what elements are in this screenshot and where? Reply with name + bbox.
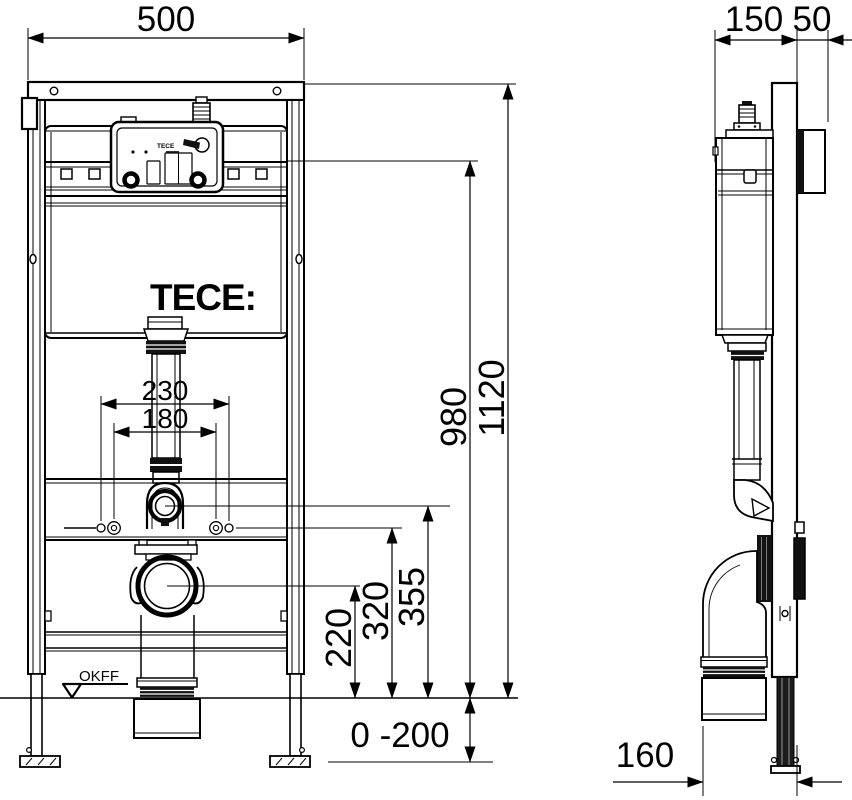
dim-spacing-230: 230 (100, 375, 230, 521)
dimensions: 500 150 50 1120 980 355 (27, 0, 852, 796)
stud-hole (781, 609, 789, 618)
floor-level-marker: OKFF (61, 668, 128, 699)
rail-bolt-left (29, 253, 37, 265)
dim-total-height-1120: 1120 (304, 83, 516, 699)
leg-left (19, 673, 61, 768)
wc-bend (702, 550, 767, 660)
dim-fixing-height-label: 320 (355, 581, 396, 641)
drain-sleeve (133, 698, 201, 739)
dim-width-500: 500 (27, 0, 305, 80)
fixing-clip (793, 537, 806, 600)
stud-leg (776, 676, 795, 767)
wall-bracket-tab (20, 96, 39, 131)
dim-depth-150-50: 150 50 (714, 0, 852, 162)
dim-fixing-height-320: 320 (355, 527, 398, 699)
dim-outlet-depth-160: 160 (613, 726, 842, 796)
dim-upper-height-label: 980 (433, 387, 474, 447)
dim-spacing-inner-label: 180 (142, 403, 189, 434)
drain-ear-left (129, 566, 142, 605)
wall-stud (770, 81, 826, 774)
dim-adjust-label: 0 -200 (350, 716, 449, 755)
frame-hole-left (49, 86, 59, 96)
rail-notches (60, 168, 268, 180)
drain-bracket (134, 544, 198, 555)
frame-hole-right (272, 86, 282, 96)
brand-logo: TECE: (150, 277, 256, 318)
flush-pipe-assembly (45, 316, 402, 541)
dim-flush-bend-height-355: 355 (165, 505, 450, 699)
dim-outlet-height-label: 220 (318, 608, 359, 668)
drain-ear-right (192, 566, 205, 605)
fixing-point-outer-right (224, 523, 234, 533)
side-flush-pipe (732, 359, 774, 602)
dim-width-label: 500 (137, 0, 195, 39)
water-supply-nipple (192, 96, 211, 124)
dim-spacing-180: 180 (113, 403, 217, 519)
front-frame (19, 80, 311, 768)
side-drain-sleeve (701, 677, 767, 721)
floor-level-triangle-icon (61, 682, 83, 699)
dim-total-height-label: 1120 (471, 359, 512, 436)
dim-outlet-height-220: 220 (167, 585, 361, 699)
stud-foot (770, 765, 801, 774)
side-cistern (712, 101, 774, 360)
drain-assembly (129, 539, 205, 739)
screw-lever (183, 139, 200, 149)
roller-left (122, 171, 140, 189)
rail-bolt-right (295, 253, 303, 265)
unit-brand-mark: TECE (157, 143, 175, 150)
dim-upper-height-980: 980 (287, 160, 478, 699)
dim-spacing-outer-label: 230 (142, 375, 189, 406)
leg-right (269, 673, 311, 768)
floor-level-label: OKFF (79, 668, 119, 685)
dim-adjust-0-200: 0 -200 (328, 697, 493, 763)
dim-flush-bend-height-label: 355 (391, 567, 432, 627)
dim-clearance-label: 50 (793, 0, 832, 39)
side-drain-bend (700, 550, 768, 721)
fixing-point-outer-left (96, 523, 106, 533)
side-view (700, 81, 826, 774)
wc-connector (757, 535, 772, 602)
pipe-seal (150, 458, 182, 464)
dim-depth-label: 150 (725, 0, 783, 39)
flush-unit: TECE (109, 96, 225, 194)
front-cistern: TECE: (44, 125, 288, 339)
dim-outlet-depth-label: 160 (616, 736, 674, 775)
